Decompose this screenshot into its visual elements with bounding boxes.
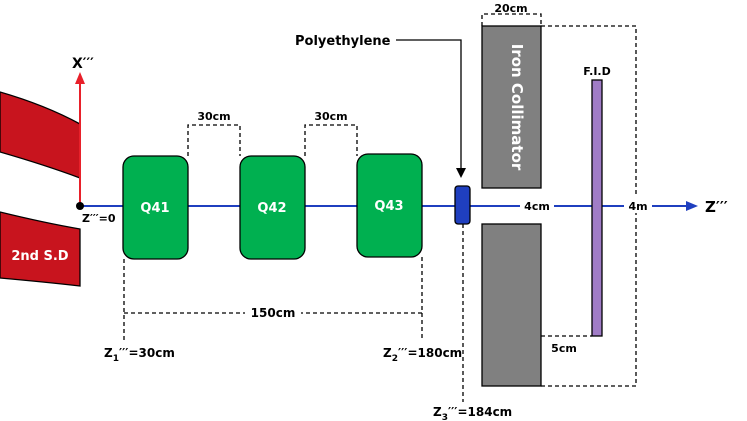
polyethylene-block — [454, 185, 471, 225]
quad-q43 — [356, 153, 423, 258]
detector-distance-label: 4m — [628, 200, 647, 213]
z3-label: Z3′′′=184cm — [433, 405, 512, 421]
collimator-label: Iron Collimator — [508, 44, 526, 171]
quad-q42 — [239, 155, 306, 260]
span-label: 150cm — [251, 306, 296, 320]
polyethylene-pointer-arrowhead — [456, 168, 466, 178]
z-axis-label: Z′′′ — [705, 198, 728, 216]
gap-label-q42-q43: 30cm — [314, 110, 347, 123]
z1-label: Z1′′′=30cm — [104, 346, 175, 364]
collimator-width-label: 20cm — [494, 2, 527, 15]
dipole-label: 2nd S.D — [11, 249, 68, 264]
gap-bracket-1 — [187, 124, 241, 156]
x-axis-arrowhead — [75, 72, 85, 84]
detector-bar — [591, 79, 603, 337]
dipole-lower — [0, 211, 81, 287]
dipole-upper — [0, 91, 81, 179]
collimator-gap-label: 4cm — [524, 200, 550, 213]
collimator-lower — [481, 223, 542, 387]
polyethylene-label: Polyethylene — [295, 34, 391, 49]
beam-arrowhead — [686, 201, 698, 211]
quad-q42-label: Q42 — [257, 201, 286, 216]
origin-label: Z′′′=0 — [82, 212, 116, 225]
width-bracket — [481, 13, 542, 26]
distance-label-bg — [624, 197, 652, 213]
quad-q41-label: Q41 — [140, 201, 169, 216]
collimator-offset-label: 5cm — [551, 342, 577, 355]
gap-bracket-2 — [304, 124, 358, 156]
detector-label: F.I.D — [583, 65, 610, 78]
quad-q41 — [122, 155, 189, 260]
polyethylene-pointer — [396, 39, 462, 170]
collimator-upper — [481, 25, 542, 189]
gap-label-q41-q42: 30cm — [197, 110, 230, 123]
span-label-bg — [245, 303, 301, 321]
quad-q43-label: Q43 — [374, 199, 403, 214]
origin-dot — [76, 202, 84, 210]
z2-label: Z2′′′=180cm — [383, 346, 462, 364]
gap-label-bg — [520, 197, 554, 213]
x-axis-label: X′′′ — [72, 56, 94, 72]
